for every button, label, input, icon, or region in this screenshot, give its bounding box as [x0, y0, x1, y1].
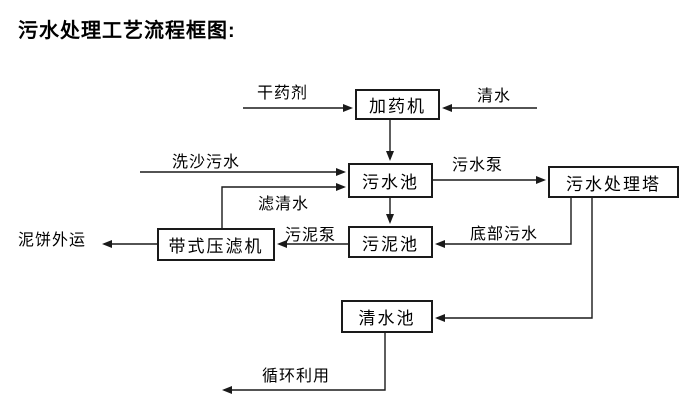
edge-label-dry-agent: 干药剂	[257, 85, 309, 102]
arrow-tower-bottom-sewage-to-sludge-pool	[435, 198, 572, 248]
edge-label-clean-water: 清水	[477, 88, 512, 105]
node-dosing-machine: 加药机	[355, 89, 440, 120]
node-sewage-pool: 污水池	[348, 163, 433, 198]
arrow-press-filtered-water-to-sewage-pool	[221, 183, 346, 228]
edge-label-mud-cake-out: 泥饼外运	[18, 232, 87, 249]
edge-label-filtered-water: 滤清水	[258, 196, 310, 213]
node-belt-filter-press: 带式压滤机	[157, 228, 275, 261]
arrow-tower-to-clean-pool	[435, 198, 593, 322]
edge-label-sludge-pump: 污泥泵	[285, 227, 337, 244]
edge-label-bottom-sewage: 底部污水	[470, 226, 539, 243]
edge-label-sewage-pump: 污水泵	[452, 157, 504, 174]
node-treatment-tower: 污水处理塔	[548, 166, 679, 198]
diagram-title: 污水处理工艺流程框图:	[18, 20, 236, 42]
node-sludge-pool: 污泥池	[348, 226, 433, 258]
edge-label-sand-wash-sewage: 洗沙污水	[172, 154, 241, 171]
arrow-clean-pool-to-recycle	[222, 333, 386, 394]
node-clean-water-pool: 清水池	[341, 300, 433, 333]
edge-label-recycle-use: 循环利用	[262, 368, 331, 385]
